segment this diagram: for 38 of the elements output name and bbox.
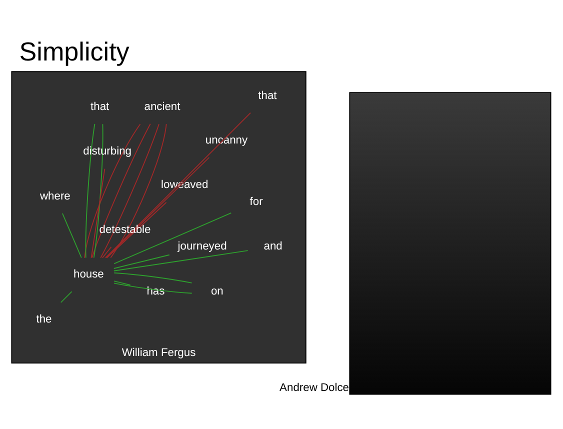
node-text: the: [36, 312, 52, 325]
connector: [110, 123, 167, 258]
connector: [113, 250, 248, 271]
node-text: uncanny: [205, 134, 248, 146]
node-label: William Fergus: [122, 346, 196, 359]
connector: [62, 212, 82, 258]
node-label: Andrew Dolce: [280, 382, 350, 394]
connector: [85, 122, 96, 258]
connector: [114, 272, 192, 283]
node-text: that: [258, 89, 277, 102]
node-text: journeyed: [178, 240, 227, 252]
connector: [90, 168, 106, 258]
node-text: ancient: [144, 100, 180, 112]
node-text: house: [73, 268, 104, 280]
node-text: disturbing: [83, 145, 132, 158]
connector: [106, 156, 210, 258]
node-text: where: [40, 190, 70, 202]
connector: [93, 123, 104, 258]
node-text: for: [250, 195, 263, 208]
connector: [102, 246, 112, 258]
connector: [114, 280, 131, 286]
connector: [60, 290, 72, 302]
diagram-title: Simplicity: [19, 36, 130, 66]
connector: [106, 201, 167, 258]
node-text: detestable: [99, 223, 151, 236]
node-picture: [349, 92, 552, 394]
connector: [113, 254, 170, 268]
cluster: [11, 70, 306, 364]
node-text: that: [90, 100, 110, 112]
connector: [84, 123, 141, 258]
connector: [92, 122, 151, 258]
node-text: loweaved: [161, 178, 208, 191]
node-text: on: [210, 284, 224, 297]
connector: [114, 212, 232, 264]
connector: [114, 282, 192, 294]
node-text: and: [264, 240, 282, 252]
connector: [105, 112, 252, 258]
connector: [100, 123, 160, 258]
